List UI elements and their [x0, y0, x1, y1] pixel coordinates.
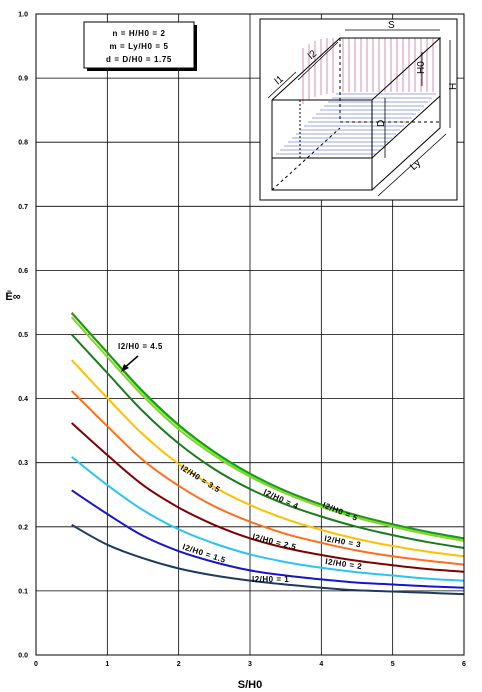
y-tick-label: 0.0: [18, 653, 28, 660]
x-tick-label: 1: [105, 661, 109, 668]
curve-label-1: l2/H0 = 1: [252, 575, 289, 584]
series-line-5: [70, 359, 465, 558]
series-line-9: [70, 312, 465, 540]
parameter-box-frame: [83, 21, 195, 69]
x-axis-title: S/H0: [238, 679, 262, 691]
y-axis-title: Ē∞: [5, 291, 20, 303]
x-tick-label: 5: [391, 661, 395, 668]
parameter-m: m = Ly/H0 = 5: [109, 42, 168, 51]
parameter-n: n = H/H0 = 2: [113, 29, 166, 38]
x-tick-label: 6: [462, 661, 466, 668]
series-line-6: [70, 333, 465, 549]
x-tick-label: 2: [177, 661, 181, 668]
geometry-diagram: S l2 l1 H0 H D Ly: [259, 18, 459, 201]
series-line-7: [70, 316, 465, 542]
x-tick-label: 0: [34, 661, 38, 668]
x-tick-label: 4: [319, 661, 323, 668]
series-lines: [70, 312, 465, 596]
x-tick-label: 3: [248, 661, 252, 668]
series-line-4: [70, 390, 465, 566]
diagram-frame: [259, 18, 458, 201]
y-tick-label: 0.1: [18, 588, 28, 595]
parameter-box: n = H/H0 = 2 m = Ly/H0 = 5 d = D/H0 = 1.…: [83, 21, 197, 71]
y-tick-label: 0.5: [18, 332, 28, 339]
curve-label-4-5: l2/H0 = 4.5: [118, 342, 163, 351]
parameter-box-shadow: [194, 25, 197, 71]
y-tick-label: 0.3: [18, 460, 28, 467]
y-tick-label: 0.9: [18, 76, 28, 83]
parameter-box-shadow-bottom: [87, 68, 197, 71]
y-tick-label: 0.6: [18, 268, 28, 275]
series-line-2: [71, 456, 465, 582]
curve-label-4-5-arrowhead: [121, 364, 129, 372]
diagram-label-h0: H0: [416, 61, 427, 74]
y-tick-label: 1.0: [18, 12, 28, 19]
floor-hatching: [272, 93, 436, 159]
plot-frame: [35, 13, 465, 656]
y-tick-label: 0.7: [18, 204, 28, 211]
diagram-label-h: H: [448, 83, 459, 90]
tick-labels: 0 1 2 3 4 5 6 0.0 0.1 0.2 0.3 0.4 0.5 0.6 0.7 0.8 0.9 1.0: [18, 12, 466, 669]
box-outline: [271, 37, 442, 191]
y-tick-label: 0.8: [18, 140, 28, 147]
dimension-lines: [267, 29, 451, 197]
diagram-label-s: S: [388, 20, 395, 31]
y-tick-label: 0.4: [18, 396, 28, 403]
diagram-label-d: D: [376, 120, 387, 127]
parameter-d: d = D/H0 = 1.75: [106, 55, 172, 64]
series-line-3: [71, 422, 465, 573]
series-line-0: [71, 524, 465, 596]
y-tick-label: 0.2: [18, 524, 28, 531]
series-line-1: [71, 489, 465, 589]
